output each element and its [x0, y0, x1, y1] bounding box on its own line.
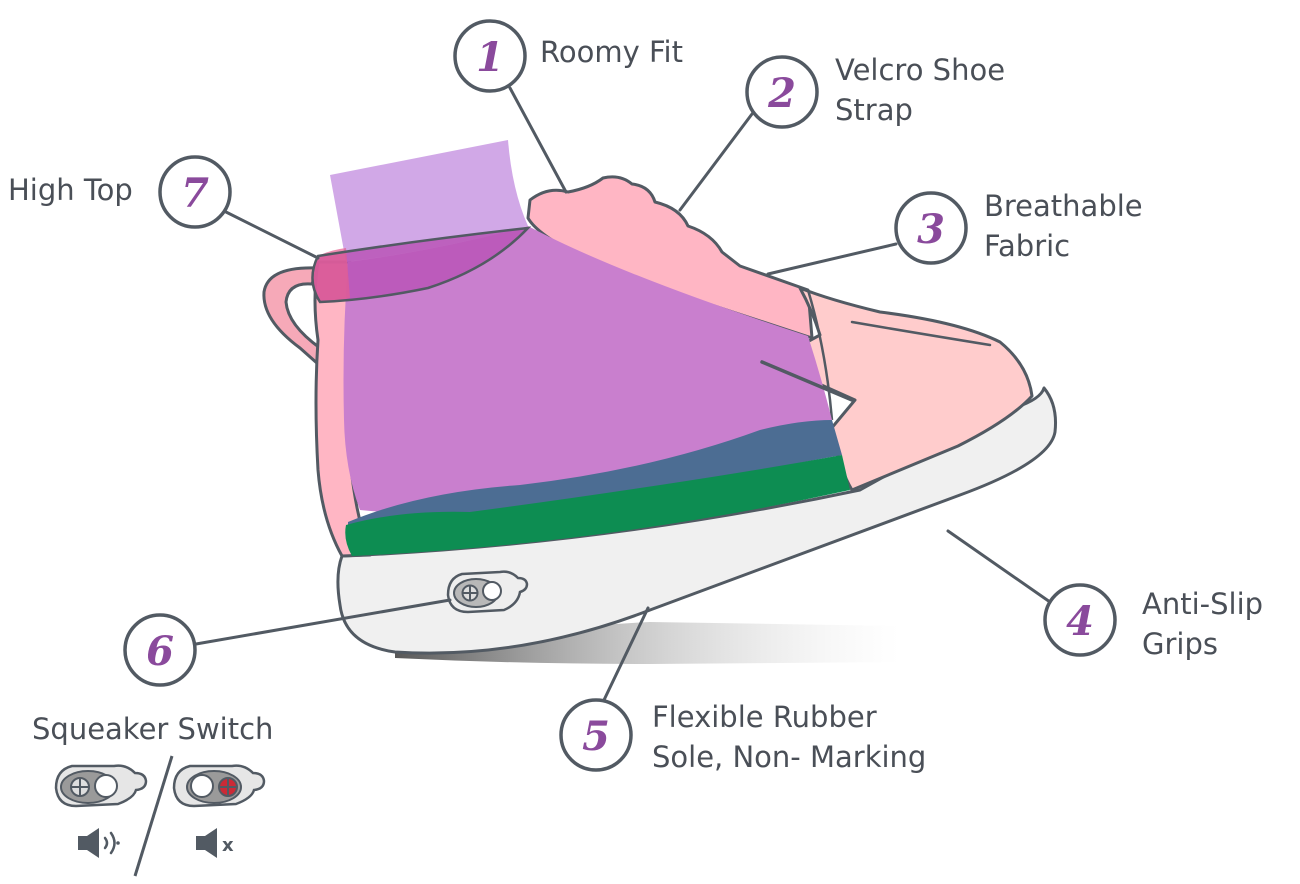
- speaker-sound-on-icon: [78, 828, 120, 858]
- callout-1: 1: [453, 19, 527, 93]
- callout-3: 3: [894, 191, 968, 265]
- high-top-collar: [312, 228, 528, 302]
- squeaker-off-switch: [172, 764, 266, 808]
- callout-6: 6: [123, 613, 197, 687]
- velcro-strap-line: [760, 360, 854, 402]
- label-high-top: High Top: [8, 170, 133, 210]
- label-line: Flexible Rubber: [652, 700, 877, 734]
- callout-7-number: 7: [181, 170, 209, 217]
- breathable-fabric-panel: [343, 226, 832, 514]
- label-line: Grips: [1142, 627, 1218, 661]
- label-line: Sole, Non- Marking: [652, 740, 927, 774]
- callout-2: 2: [745, 55, 819, 129]
- leader-5: [602, 606, 650, 702]
- callout-leaders: [194, 86, 1052, 702]
- label-line: Velcro Shoe: [835, 53, 1006, 87]
- squeaker-divider: [133, 755, 174, 877]
- label-roomy-fit: Roomy Fit: [540, 32, 683, 72]
- leader-2: [678, 112, 754, 212]
- label-line: Fabric: [984, 229, 1071, 263]
- insole-navy-layer: [348, 420, 842, 539]
- callout-1-number: 1: [476, 34, 504, 81]
- label-line: Anti-Slip: [1142, 587, 1264, 621]
- label-anti-slip-grips: Anti-Slip Grips: [1142, 584, 1263, 664]
- squeaker-switch-title: Squeaker Switch: [32, 712, 274, 746]
- toe-stitch-line: [850, 320, 992, 347]
- leader-7: [224, 210, 320, 260]
- speaker-muted-icon: x: [196, 828, 234, 858]
- callout-4-number: 4: [1066, 598, 1094, 645]
- callout-circles: 1 2 3 4 5 6 7: [123, 19, 1117, 772]
- label-velcro-shoe-strap: Velcro Shoe Strap: [835, 50, 1005, 130]
- insole-green-layer: [345, 455, 850, 556]
- callout-7: 7: [158, 155, 232, 229]
- leader-4: [946, 529, 1052, 604]
- label-flexible-rubber-sole: Flexible Rubber Sole, Non- Marking: [652, 697, 926, 777]
- label-line: Strap: [835, 93, 913, 127]
- callout-2-number: 2: [767, 70, 796, 117]
- toe-eyestay-line: [806, 289, 834, 421]
- collar-pink-edge: [312, 248, 350, 302]
- sock-overlay: [330, 140, 528, 262]
- heel-pull-loop: [262, 266, 322, 366]
- label-line: Breathable: [984, 189, 1143, 223]
- callout-6-number: 6: [146, 628, 174, 675]
- muted-x-mark: x: [222, 835, 234, 856]
- callout-4: 4: [1043, 583, 1117, 657]
- label-line: Roomy Fit: [540, 35, 683, 69]
- callout-3-number: 3: [917, 206, 945, 253]
- callout-5: 5: [559, 698, 633, 772]
- sole-squeaker-switch[interactable]: [446, 570, 529, 614]
- callout-5-number: 5: [582, 713, 610, 760]
- squeaker-on-switch: [54, 764, 148, 808]
- leader-6: [194, 598, 452, 646]
- leader-3: [766, 242, 898, 276]
- label-line: High Top: [8, 173, 133, 207]
- leader-1: [508, 86, 568, 194]
- label-breathable-fabric: Breathable Fabric: [984, 186, 1143, 266]
- collar-outline: [311, 226, 532, 304]
